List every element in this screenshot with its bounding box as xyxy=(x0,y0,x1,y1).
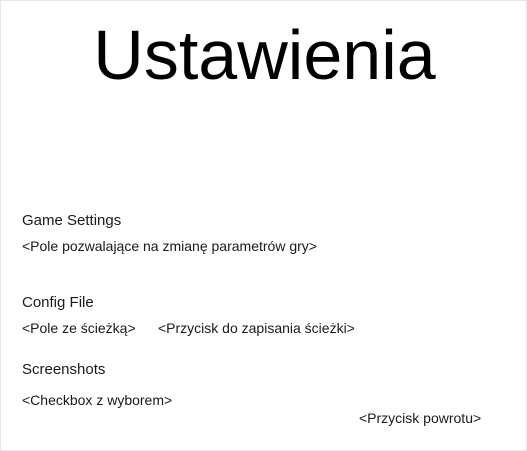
config-file-label: Config File xyxy=(22,294,94,311)
screenshots-checkbox[interactable]: <Checkbox z wyborem> xyxy=(22,392,173,408)
game-settings-label: Game Settings xyxy=(22,212,122,229)
game-parameters-field[interactable]: <Pole pozwalające na zmianę parametrów g… xyxy=(22,238,317,254)
page-title: Ustawienia xyxy=(93,16,436,94)
screenshots-label: Screenshots xyxy=(22,361,106,378)
config-path-field[interactable]: <Pole ze ścieżką> xyxy=(22,320,136,336)
back-button[interactable]: <Przycisk powrotu> xyxy=(359,410,482,426)
save-path-button[interactable]: <Przycisk do zapisania ścieżki> xyxy=(158,320,355,336)
